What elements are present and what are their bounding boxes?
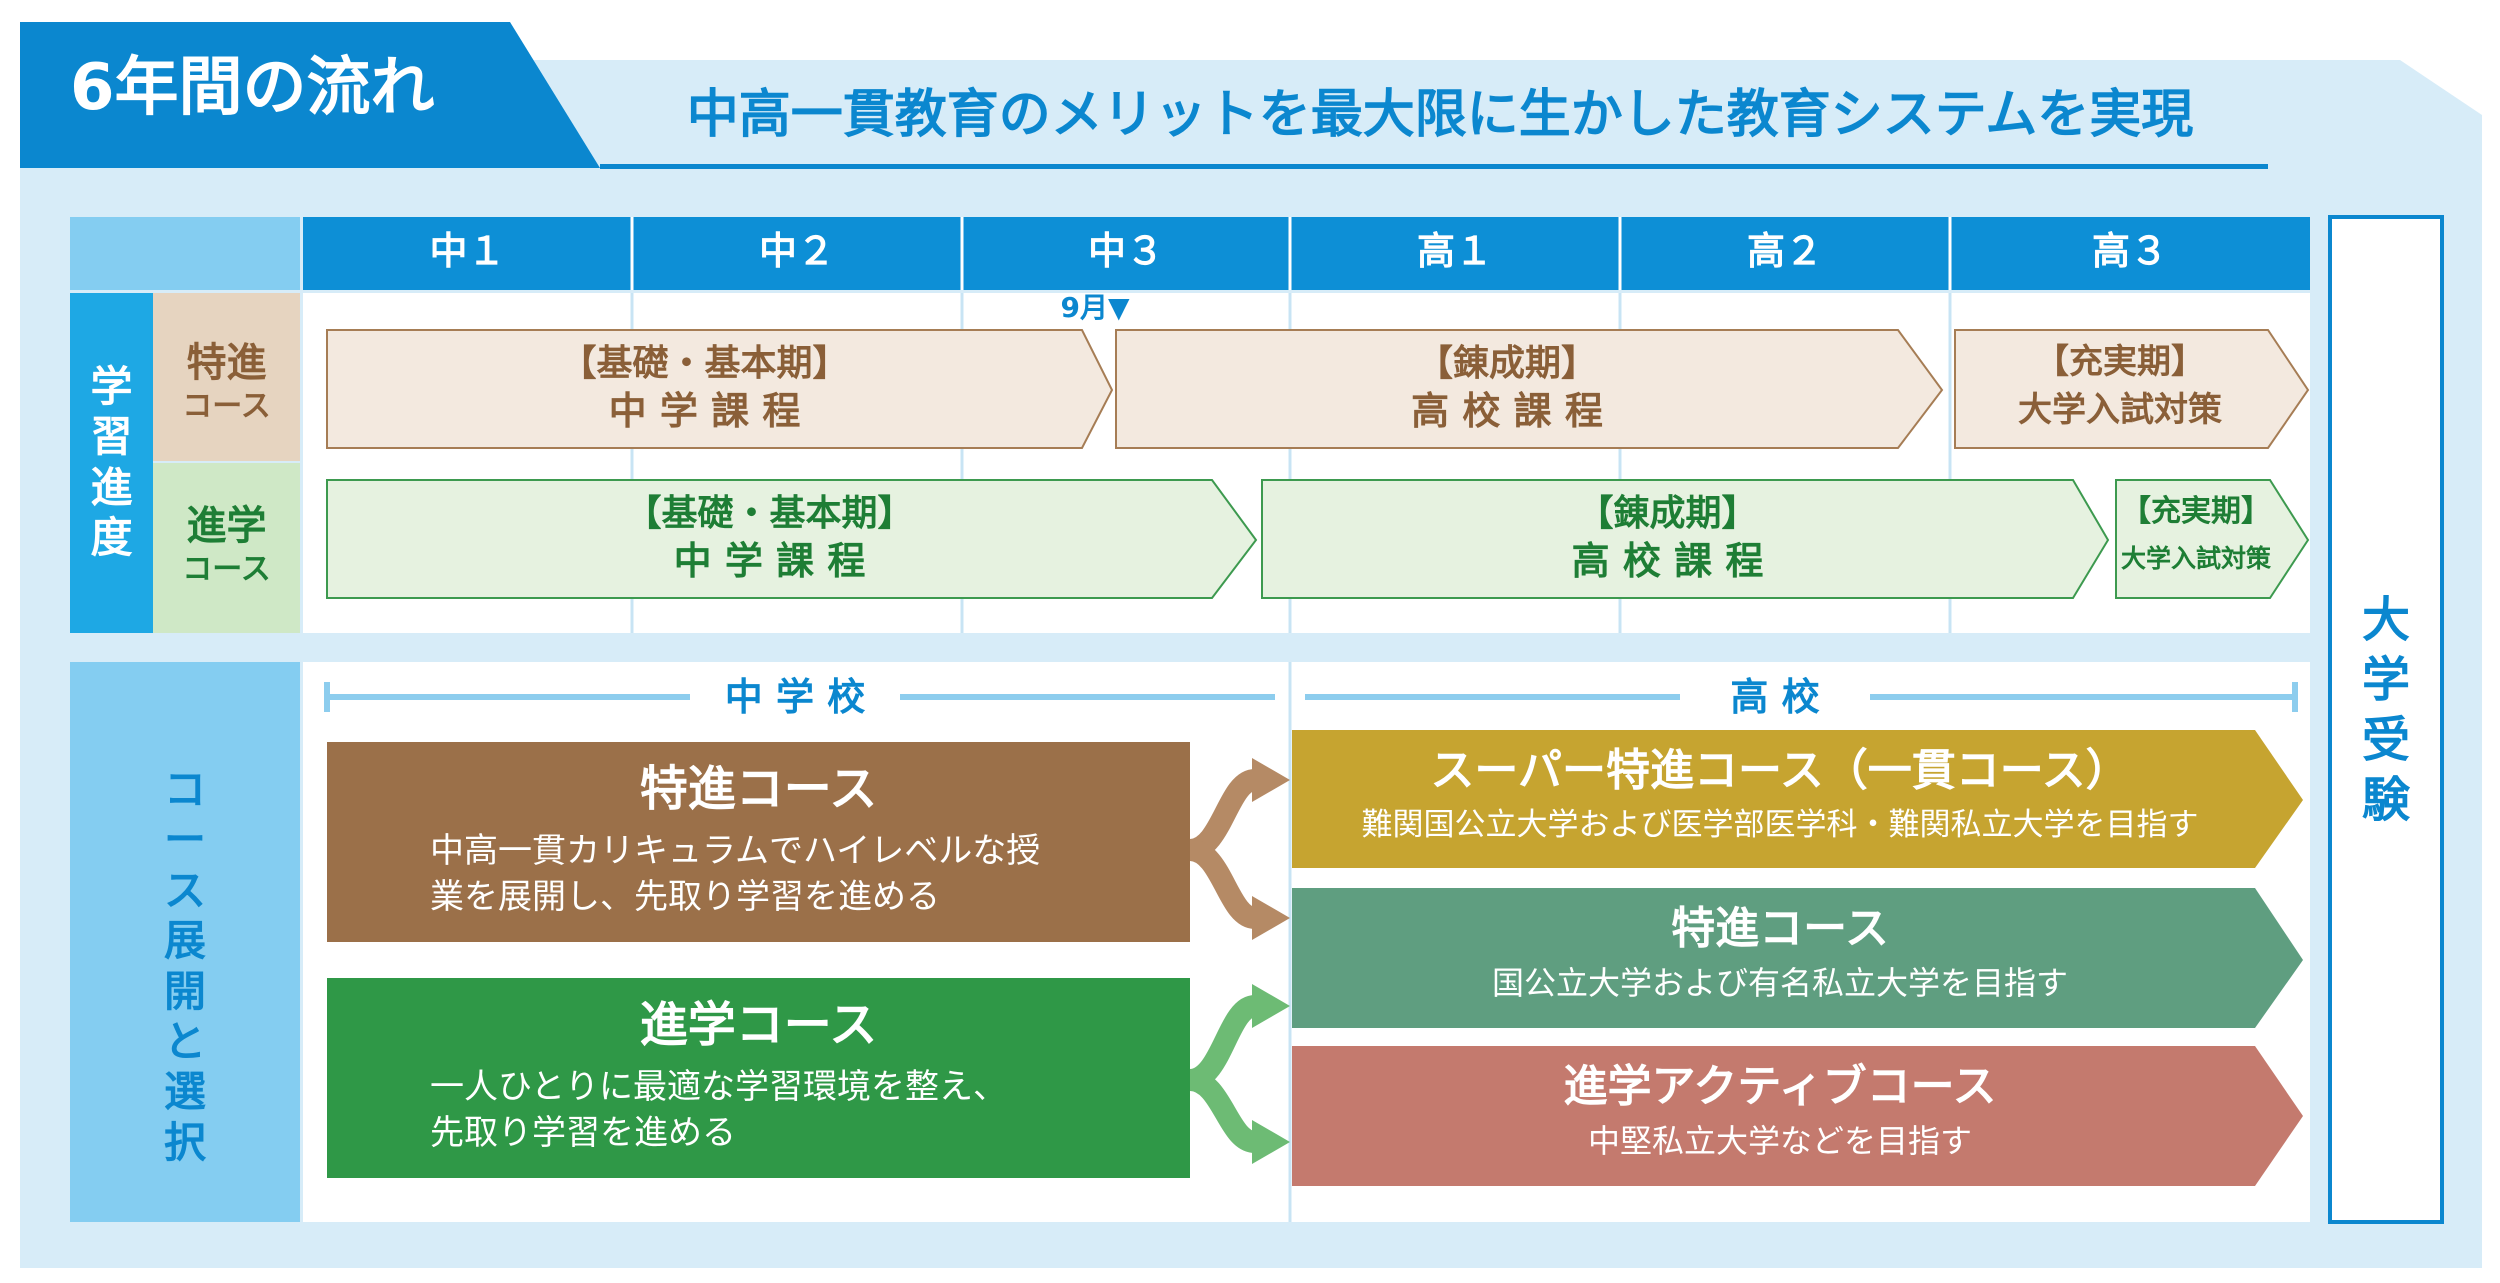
grade-label: 高３ (2091, 229, 2168, 273)
senior-school-label: 高 校 (1730, 675, 1820, 719)
shingaku-phase-1-arrow (326, 479, 1258, 599)
shingaku-phase-2-sub: 高 校 課 程 (1571, 539, 1764, 583)
september-marker: 9月▼ (1060, 291, 1130, 324)
title-banner (20, 22, 600, 168)
course-section-label: コース展開と選択 (163, 765, 206, 1167)
grade-label: 高２ (1746, 229, 1823, 273)
grade-dividers (630, 217, 1952, 290)
junior-shingaku-desc-line2: 先取り学習を進める (430, 1113, 736, 1153)
connector-arrows (1187, 758, 1290, 1164)
progress-section-label: 学習進度 (90, 362, 133, 563)
tokushin-row-label-top: 特進 (186, 340, 267, 386)
tokushin-phase-1-sub: 中 学 課 程 (608, 389, 801, 433)
shingaku-label-cell (153, 463, 300, 633)
shingaku-phase-1-title: 【基礎・基本期】 (625, 493, 914, 534)
senior-tokushin-desc: 国公立大学および有名私立大学を目指す (1491, 964, 2068, 1002)
senior-tokushin-name: 特進コース (1671, 903, 1889, 954)
junior-tokushin-desc-line2: 業を展開し、先取り学習を進める (430, 877, 940, 917)
goal-box (2328, 215, 2444, 1224)
connector-shingaku-to-active (1188, 1069, 1258, 1153)
shingaku-phase-3-title: 【充実期】 (2121, 494, 2271, 529)
senior-super-tokushin-name: スーパー特進コース（一貫コース） (1430, 745, 2130, 796)
shingaku-phase-2-title: 【錬成期】 (1577, 493, 1758, 534)
junior-school-label: 中 学 校 (724, 675, 866, 719)
tokushin-phase-3-title: 【充実期】 (2035, 342, 2205, 382)
tokushin-phase-2-title: 【錬成期】 (1416, 343, 1597, 384)
tokushin-phase-2-sub: 高 校 課 程 (1411, 389, 1603, 433)
tokushin-row-label-bottom: コース (182, 389, 271, 424)
grade-label: 中２ (758, 229, 835, 273)
senior-active-desc: 中堅私立大学などを目指す (1587, 1122, 1972, 1160)
grade-label: 中３ (1087, 229, 1164, 273)
shingaku-row-label-bottom: コース (182, 552, 271, 587)
senior-active-name: 進学アクティブコース (1563, 1061, 1997, 1112)
senior-super-tokushin-arrow (1292, 730, 2303, 868)
page-title: 6年間の流れ (70, 51, 435, 125)
tokushin-phase-3-sub: 大学入試対策 (2018, 390, 2222, 430)
tokushin-phase-3-arrow (1954, 329, 2310, 449)
shingaku-phase-1-sub: 中 学 課 程 (673, 539, 866, 583)
shingaku-row-label-top: 進学 (186, 503, 267, 549)
junior-tokushin-name: 特進コース (639, 761, 878, 817)
senior-active-arrow (1292, 1046, 2303, 1186)
progress-label-cell (70, 293, 153, 633)
tokushin-phase-1-arrow (326, 329, 1114, 449)
shingaku-phase-3-sub: 大学入試対策 (2120, 544, 2271, 573)
table-corner (70, 217, 300, 290)
junior-span-line (324, 682, 1275, 712)
shingaku-phase-3-arrow (2115, 479, 2310, 599)
senior-super-tokushin-desc: 難関国公立大学および医学部医学科・難関私立大学を目指す (1361, 807, 2199, 843)
shingaku-phase-2-arrow (1261, 479, 2110, 599)
junior-tokushin-desc-line1: 中高一貫カリキュラムでハイレベルな授 (430, 831, 1041, 871)
tokushin-phase-2-arrow (1115, 329, 1944, 449)
tokushin-phase-1-title: 【基礎・基本期】 (560, 343, 849, 384)
senior-tokushin-arrow (1292, 888, 2303, 1028)
senior-span-line (1305, 682, 2298, 712)
tokushin-label-cell (153, 293, 300, 461)
connector-tokushin-to-tokushin (1188, 839, 1258, 929)
course-label-cell (70, 662, 300, 1222)
goal-label: 大学受験 (2361, 592, 2410, 828)
grade-label: 中１ (429, 229, 506, 273)
junior-shingaku-box (327, 978, 1190, 1178)
grade-header-bar (303, 217, 2310, 290)
grade-label: 高１ (1416, 229, 1493, 273)
junior-shingaku-desc-line1: 一人ひとりに最適な学習環境を整え、 (430, 1067, 1007, 1107)
page-subtitle: 中高一貫教育のメリットを最大限に生かした教育システムを実現 (686, 85, 2194, 145)
junior-tokushin-box (327, 742, 1190, 942)
junior-shingaku-name: 進学コース (639, 997, 878, 1053)
subtitle-underline (600, 164, 2268, 169)
